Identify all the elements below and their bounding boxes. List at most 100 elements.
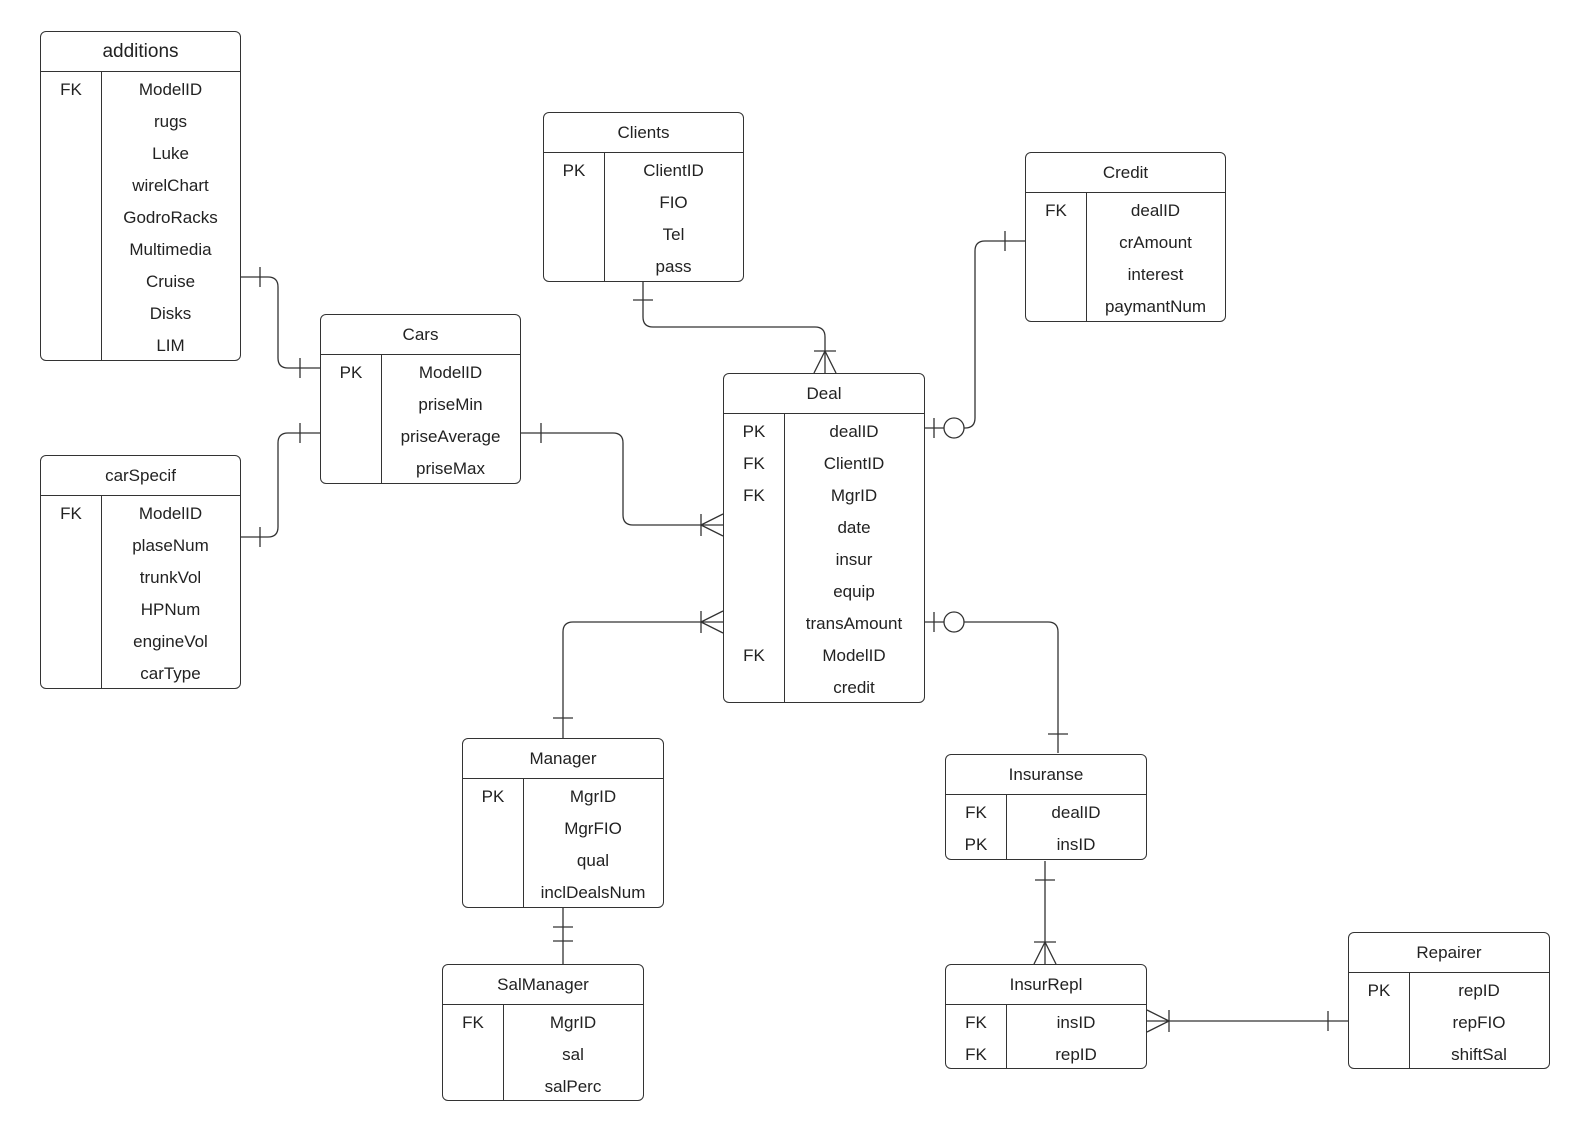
key-column bbox=[724, 414, 785, 702]
field-row: Disks bbox=[41, 300, 240, 332]
field-name: plaseNum bbox=[132, 536, 209, 555]
field-name: HPNum bbox=[140, 600, 201, 619]
field-row: LIM bbox=[41, 332, 240, 360]
field-name: transAmount bbox=[805, 614, 903, 633]
field-row: priseMax bbox=[321, 455, 520, 483]
field-name: equip bbox=[833, 582, 875, 601]
field-name: GodroRacks bbox=[123, 208, 218, 227]
field-name: interest bbox=[1127, 265, 1184, 284]
field-name: Luke bbox=[152, 144, 189, 163]
field-name: MgrFIO bbox=[564, 819, 622, 838]
field-row: Multimedia bbox=[41, 236, 240, 268]
field-name: repID bbox=[1458, 981, 1500, 1000]
field-row: equip bbox=[724, 578, 924, 610]
key-marker: FK bbox=[965, 1013, 987, 1032]
field-name: Disks bbox=[149, 304, 192, 323]
field-row: inclDealsNum bbox=[463, 879, 663, 907]
field-name: credit bbox=[833, 678, 875, 697]
link-manager-deal bbox=[553, 610, 724, 738]
field-row: plaseNum bbox=[41, 532, 240, 564]
entity-title: Deal bbox=[724, 374, 924, 414]
field-name: repID bbox=[1055, 1045, 1097, 1064]
key-marker: FK bbox=[743, 454, 765, 473]
key-column bbox=[946, 795, 1007, 859]
entity-title: carSpecif bbox=[41, 456, 240, 496]
field-row: HPNum bbox=[41, 596, 240, 628]
field-row: pass bbox=[544, 253, 743, 281]
link-carspecif-cars bbox=[240, 423, 320, 547]
entity-title: Manager bbox=[463, 739, 663, 779]
link-additions-cars bbox=[240, 267, 320, 378]
field-row: Luke bbox=[41, 140, 240, 172]
field-name: dealID bbox=[1130, 201, 1181, 220]
field-name: salPerc bbox=[544, 1077, 602, 1096]
field-row: trunkVol bbox=[41, 564, 240, 596]
field-name: Multimedia bbox=[129, 240, 212, 259]
key-marker: PK bbox=[562, 161, 586, 180]
field-name: ClientID bbox=[823, 454, 885, 473]
key-column bbox=[41, 72, 102, 360]
key-marker: FK bbox=[965, 803, 987, 822]
field-name: ModelID bbox=[822, 646, 886, 665]
field-row: Tel bbox=[544, 221, 743, 253]
field-row: interest bbox=[1026, 261, 1225, 293]
entity-title: Credit bbox=[1026, 153, 1225, 193]
key-column bbox=[41, 496, 102, 688]
key-marker: FK bbox=[743, 646, 765, 665]
key-column bbox=[1349, 973, 1410, 1068]
link-credit-deal bbox=[925, 231, 1025, 439]
field-name: MgrID bbox=[830, 486, 878, 505]
entity-title: Insuranse bbox=[946, 755, 1146, 795]
link-insuranse-insurrepl bbox=[1033, 861, 1057, 965]
field-name: dealID bbox=[829, 422, 879, 441]
field-row: Cruise bbox=[41, 268, 240, 300]
field-row: salPerc bbox=[443, 1073, 643, 1100]
field-name: Tel bbox=[662, 225, 685, 244]
link-cars-deal bbox=[521, 423, 724, 537]
field-row: wirelChart bbox=[41, 172, 240, 204]
link-manager-salmanager bbox=[553, 908, 573, 964]
field-name: insID bbox=[1056, 1013, 1096, 1032]
field-name: Cruise bbox=[145, 272, 196, 291]
link-insurrepl-repairer bbox=[1146, 1009, 1348, 1033]
key-marker: FK bbox=[60, 80, 82, 99]
field-name: date bbox=[837, 518, 871, 537]
field-row: insur bbox=[724, 546, 924, 578]
field-row: paymantNum bbox=[1026, 293, 1225, 321]
key-column bbox=[544, 153, 605, 281]
key-marker: FK bbox=[60, 504, 82, 523]
field-name: MgrID bbox=[569, 787, 617, 806]
key-marker: FK bbox=[1045, 201, 1067, 220]
field-row: rugs bbox=[41, 108, 240, 140]
field-row: MgrFIO bbox=[463, 815, 663, 847]
field-name: pass bbox=[655, 257, 692, 276]
field-name: FIO bbox=[659, 193, 688, 212]
